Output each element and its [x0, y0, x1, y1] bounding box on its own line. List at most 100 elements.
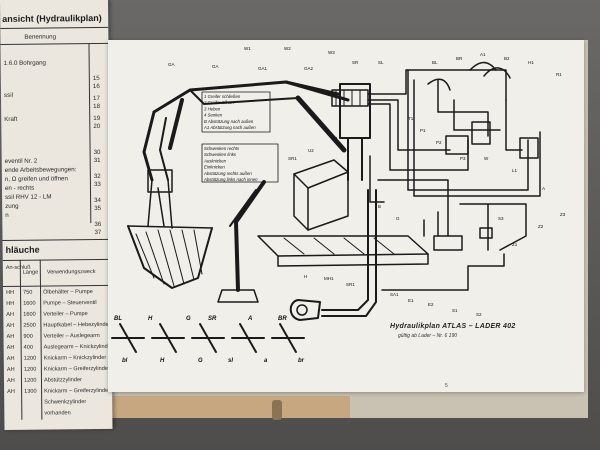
- pos-number: 30: [93, 148, 101, 157]
- pos-number: 15: [92, 74, 100, 83]
- component-label: P3: [460, 156, 466, 161]
- hose-cell-a: AH: [6, 344, 15, 351]
- control-valve: [519, 137, 539, 159]
- pipe: [377, 179, 449, 237]
- item: 1.6.0 Bohrgang: [3, 59, 47, 67]
- hose-cell-l: 1300: [24, 388, 37, 395]
- pipe: [367, 103, 469, 171]
- pump-line: [321, 189, 369, 311]
- hose-cell-a: AH: [6, 377, 15, 384]
- lever-label-top: SR: [208, 316, 217, 322]
- hose-cell-a: AH: [6, 355, 15, 362]
- lever-label-bottom: sl: [228, 358, 233, 364]
- pos-number: 16: [92, 82, 100, 91]
- component-label: W3: [328, 50, 335, 55]
- lever-label-top: A: [247, 316, 252, 322]
- oil-tank-side: [293, 173, 309, 231]
- rule: [2, 238, 111, 241]
- hose-loop: [427, 78, 451, 91]
- legend-entry: 3 Heben: [204, 106, 221, 111]
- outrigger-pad: [217, 289, 259, 303]
- component-label: H1: [528, 60, 534, 65]
- component-label: Z3: [560, 212, 566, 217]
- component-label: W: [484, 156, 489, 161]
- item: ssil RHV 12 - LM: [5, 193, 52, 201]
- hose-cell-v: Pumpe – Steuerventil: [43, 300, 97, 307]
- col-header-benennung: Benennung: [24, 33, 57, 41]
- pos-number: 31: [93, 156, 101, 165]
- legend-entry: Abstützung rechts außen: [203, 171, 252, 176]
- legend-box: [201, 91, 271, 133]
- component-label: L1: [512, 168, 518, 173]
- col-rule: [88, 43, 92, 224]
- lever-label-bottom: a: [264, 358, 268, 364]
- legend-box: [201, 143, 279, 183]
- col-header-laenge: Länge: [22, 269, 39, 276]
- base-frame-side: [277, 253, 429, 267]
- diagram-caption-title: Hydraulikplan ATLAS – LADER 402: [390, 323, 516, 330]
- legend-entry: Schwenken rechts: [204, 146, 240, 151]
- legend-entry: B Abstützung nach außen: [204, 119, 254, 124]
- pos-number: 17: [93, 94, 100, 103]
- hose-cell-a: AH: [6, 333, 15, 340]
- hose-cell-l: 900: [23, 333, 33, 340]
- pos-number: 36: [94, 220, 102, 229]
- hose-cell-v: Schwenkzylinder: [44, 399, 87, 406]
- component-label: GA2: [304, 66, 314, 71]
- col-rule: [39, 259, 43, 420]
- boom-lower: [189, 89, 299, 105]
- pipe: [369, 155, 385, 203]
- legend-entry: Abstützung links nach innen: [203, 177, 258, 182]
- outrigger-cylinder: [229, 189, 257, 227]
- column-post: [347, 137, 363, 181]
- lever-label-top: H: [148, 316, 153, 322]
- component-label: B: [378, 204, 381, 209]
- hose-loop: [483, 67, 511, 79]
- hose-cell-v: Knickarm – Greiferzylinder: [44, 387, 111, 395]
- pipe: [459, 203, 527, 251]
- component-label: A1: [480, 52, 486, 57]
- component-label: Z1: [512, 242, 518, 247]
- pump-line: [321, 189, 377, 317]
- lever-label-bottom: G: [198, 358, 203, 364]
- component-label: S3: [498, 216, 504, 221]
- hose-cell-a: HH: [6, 300, 15, 307]
- pos-number: 33: [93, 180, 101, 189]
- col-header-verwendung: Verwendungszweck: [46, 269, 96, 276]
- column: [339, 83, 371, 139]
- hose-cell-v: Auslegearm – Knickzylinder: [43, 343, 113, 351]
- grab-bucket: [127, 225, 213, 289]
- lever-label-top: G: [186, 316, 191, 322]
- oil-tank-front: [307, 171, 349, 231]
- hose-cell-l: 1200: [23, 355, 37, 362]
- component-label: BR: [456, 56, 463, 61]
- arm-cylinder: [168, 98, 184, 150]
- component-label: P2: [436, 140, 442, 145]
- hose-cell-v: Hauptkabel – Hebezylinder: [43, 321, 111, 329]
- component-label: H: [304, 274, 307, 279]
- section-title: hläuche: [5, 244, 40, 255]
- component-label: E2: [428, 302, 434, 307]
- legend-entry: Einknicken: [204, 165, 225, 170]
- hose-cell-v: Verteiler – Pumpe: [43, 311, 88, 318]
- hose-cell-v: Ölbehälter – Pumpe: [43, 289, 93, 296]
- hose-cell-l: 750: [23, 289, 33, 296]
- pump-shaft: [296, 304, 308, 316]
- control-valve: [471, 121, 491, 145]
- filter: [479, 227, 493, 239]
- hose-cell-v: Verteiler – Auslegearm: [43, 332, 100, 340]
- lever-arrows: [111, 323, 305, 353]
- pos-number: 19: [93, 114, 101, 123]
- pressure-valve: [433, 235, 463, 251]
- component-label: SL: [378, 60, 384, 65]
- component-label: B2: [504, 56, 510, 61]
- component-label: MH1: [324, 276, 334, 281]
- pos-number: 34: [94, 196, 102, 205]
- component-label: SR: [352, 60, 359, 65]
- pipe: [453, 99, 501, 131]
- component-label: GA: [212, 64, 219, 69]
- item: ssil: [3, 91, 13, 99]
- component-label: SA1: [390, 292, 399, 297]
- upper-cylinder: [284, 80, 350, 102]
